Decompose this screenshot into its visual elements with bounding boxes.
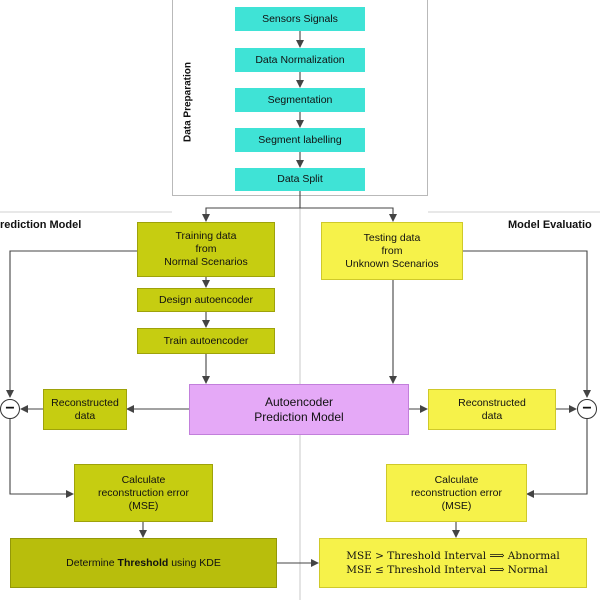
- design-autoencoder-label: Design autoencoder: [159, 293, 253, 306]
- step-data-split: Data Split: [235, 168, 365, 191]
- minus-sign-icon: −: [5, 400, 15, 417]
- subtract-operator-left: −: [0, 399, 20, 419]
- determine-threshold-box: Determine Threshold using KDE: [10, 538, 277, 588]
- data-preparation-label: Data Preparation: [181, 50, 195, 154]
- threshold-suffix-text: using KDE: [168, 556, 221, 569]
- reconstructed-data-left-label: Reconstructed data: [51, 396, 119, 422]
- calculate-error-right-box: Calculate reconstruction error (MSE): [386, 464, 527, 522]
- step-sensors-signals-label: Sensors Signals: [262, 12, 338, 25]
- reconstructed-data-right-label: Reconstructed data: [458, 396, 526, 422]
- arrow-split-training: [202, 191, 301, 222]
- autoencoder-prediction-model-box: Autoencoder Prediction Model: [189, 384, 409, 435]
- classification-rules: MSE > Threshold Interval ⟹ Abnormal MSE …: [346, 549, 560, 577]
- step-sensors-signals: Sensors Signals: [235, 7, 365, 31]
- arrow-minus-calc-left: [9, 419, 74, 498]
- model-evaluation-title: Model Evaluatio: [508, 219, 592, 231]
- threshold-prefix-text: Determine: [66, 556, 118, 569]
- minus-sign-icon: −: [582, 400, 592, 417]
- arrow-training-minus-left: [6, 250, 137, 398]
- train-autoencoder-box: Train autoencoder: [137, 328, 275, 354]
- data-preparation-label-text: Data Preparation: [182, 61, 194, 143]
- calculate-error-left-label: Calculate reconstruction error (MSE): [97, 473, 190, 512]
- step-segmentation-label: Segmentation: [267, 93, 333, 106]
- testing-data-box: Testing data from Unknown Scenarios: [321, 222, 463, 280]
- reconstructed-data-left-box: Reconstructed data: [43, 389, 127, 430]
- rule-abnormal: MSE > Threshold Interval ⟹ Abnormal: [346, 550, 560, 562]
- step-segmentation: Segmentation: [235, 88, 365, 112]
- step-segment-labelling: Segment labelling: [235, 128, 365, 152]
- calculate-error-left-box: Calculate reconstruction error (MSE): [74, 464, 213, 522]
- subtract-operator-right: −: [577, 399, 597, 419]
- reconstructed-data-right-box: Reconstructed data: [428, 389, 556, 430]
- determine-threshold-label: Determine Threshold using KDE: [66, 557, 221, 570]
- classification-rules-box: MSE > Threshold Interval ⟹ Abnormal MSE …: [319, 538, 587, 588]
- threshold-bold-text: Threshold: [117, 556, 169, 569]
- arrow-testing-minus-right: [463, 250, 591, 398]
- calculate-error-right-label: Calculate reconstruction error (MSE): [410, 473, 503, 512]
- arrow-minus-calc-right: [526, 419, 588, 498]
- step-data-normalization: Data Normalization: [235, 48, 365, 72]
- design-autoencoder-box: Design autoencoder: [137, 288, 275, 312]
- autoencoder-prediction-model-label: Autoencoder Prediction Model: [254, 394, 344, 424]
- step-data-normalization-label: Data Normalization: [255, 53, 345, 66]
- arrow-split-testing: [300, 207, 397, 222]
- train-autoencoder-label: Train autoencoder: [163, 334, 249, 347]
- step-segment-labelling-label: Segment labelling: [258, 133, 342, 146]
- prediction-model-title: rediction Model: [0, 219, 82, 231]
- training-data-box: Training data from Normal Scenarios: [137, 222, 275, 277]
- testing-data-label: Testing data from Unknown Scenarios: [345, 231, 439, 270]
- rule-normal: MSE ≤ Threshold Interval ⟹ Normal: [346, 564, 548, 576]
- training-data-label: Training data from Normal Scenarios: [164, 230, 248, 268]
- step-data-split-label: Data Split: [277, 173, 323, 185]
